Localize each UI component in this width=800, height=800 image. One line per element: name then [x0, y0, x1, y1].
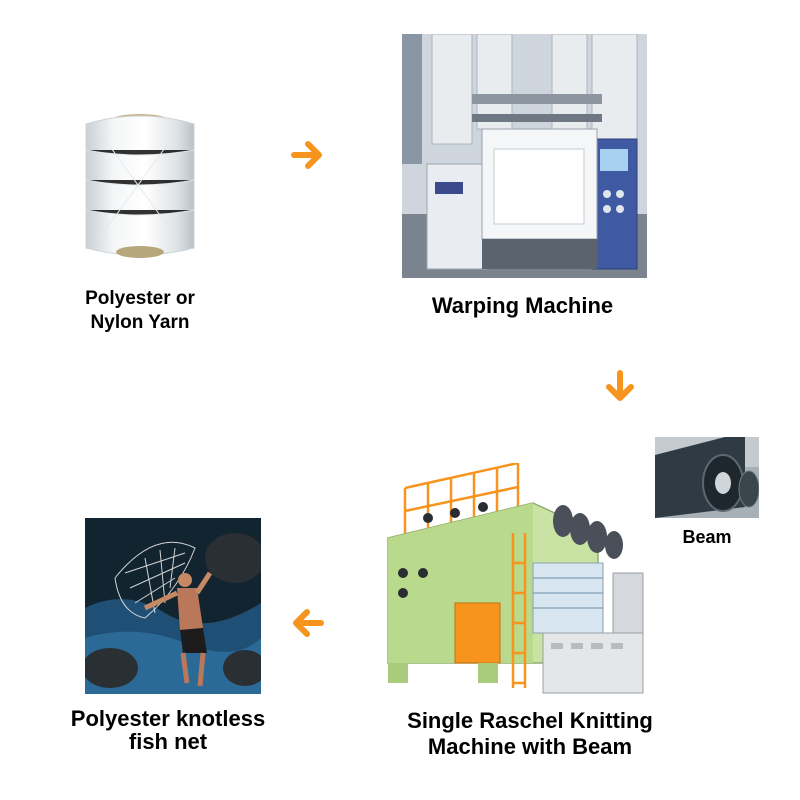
- yarn-label-line2: Nylon Yarn: [90, 312, 190, 333]
- raschel-label: Single Raschel Knitting Machine with Bea…: [370, 708, 690, 760]
- fish-net-label-line2: fish net: [128, 729, 208, 754]
- arrow-left-icon: [287, 603, 327, 643]
- arrow-right-icon: [288, 135, 328, 175]
- yarn-label: Polyester or Nylon Yarn: [50, 287, 230, 335]
- raschel-label-line1: Single Raschel Knitting: [407, 708, 653, 733]
- warping-machine-image: [402, 34, 647, 278]
- raschel-machine-image: [383, 463, 651, 703]
- beam-label: Beam: [682, 527, 732, 547]
- yarn-spool-image: [78, 110, 203, 262]
- warping-label: Warping Machine: [431, 293, 614, 318]
- yarn-label-line1: Polyester or: [85, 288, 195, 309]
- raschel-label-line2: Machine with Beam: [427, 734, 633, 759]
- fish-net-image: [85, 518, 261, 694]
- arrow-down-icon: [600, 367, 640, 407]
- beam-image: [655, 437, 759, 518]
- fish-net-label: Polyester knotless fish net: [40, 707, 296, 753]
- fish-net-label-line1: Polyester knotless: [70, 706, 266, 731]
